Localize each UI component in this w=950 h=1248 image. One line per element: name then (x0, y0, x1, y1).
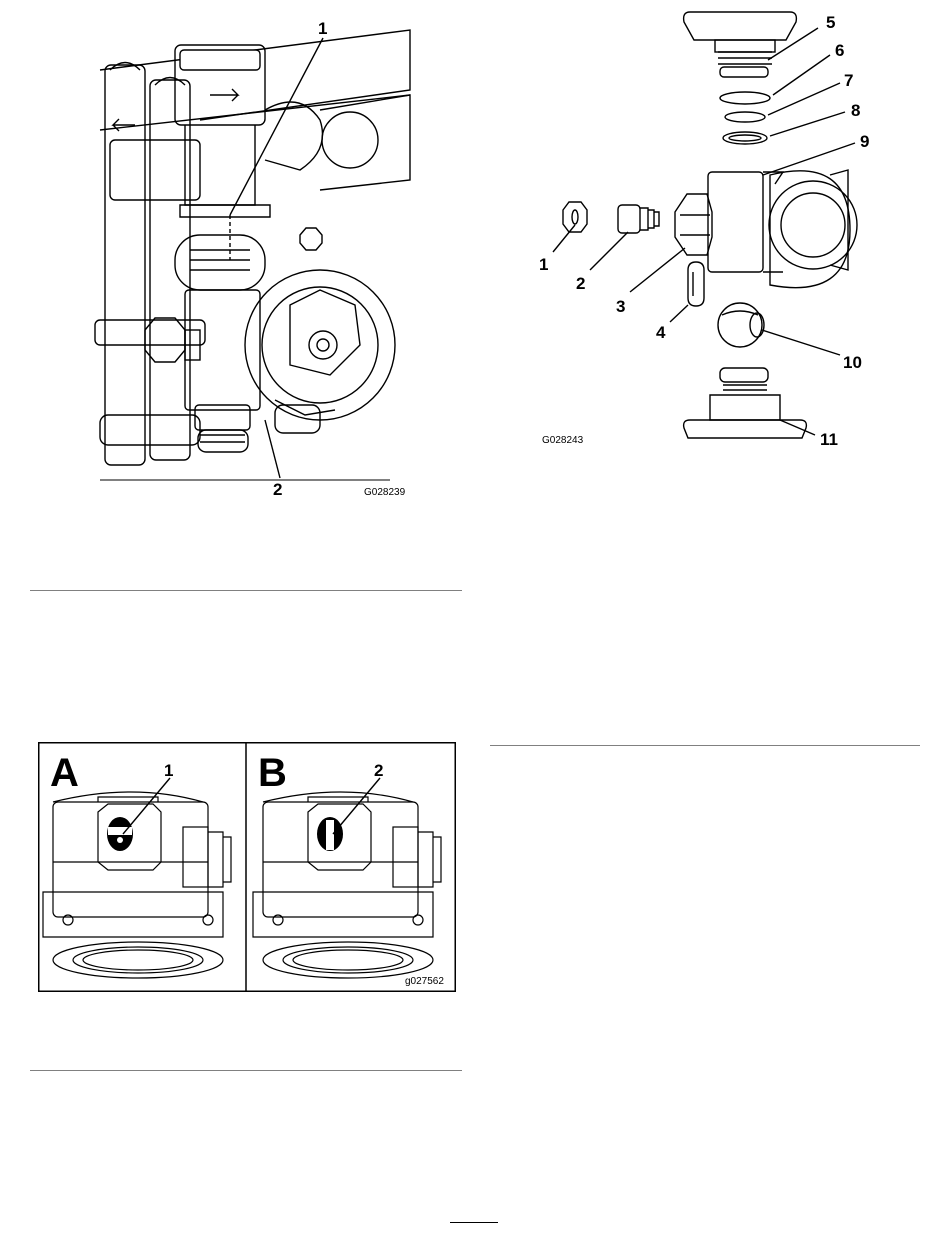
callout-1: 1 (318, 19, 327, 38)
callout-10: 10 (843, 353, 862, 372)
figure-valve-install: 1 2 G028239 (80, 10, 420, 505)
figure-code: G028239 (364, 487, 406, 498)
callout-1: 1 (539, 255, 548, 274)
section-divider (30, 1070, 462, 1071)
panel-a-label: A (50, 751, 79, 795)
callout-3: 3 (616, 297, 625, 316)
figure-code: g027562 (405, 976, 444, 987)
page-number-rule (450, 1222, 498, 1223)
section-divider (30, 590, 462, 591)
callout-7: 7 (844, 71, 853, 90)
callout-1: 1 (164, 761, 173, 780)
callout-2: 2 (374, 761, 383, 780)
section-divider (490, 745, 920, 746)
callout-2: 2 (576, 274, 585, 293)
callout-5: 5 (826, 13, 835, 32)
figure-code: G028243 (542, 435, 584, 446)
callout-6: 6 (835, 41, 844, 60)
callout-8: 8 (851, 101, 860, 120)
callout-11: 11 (820, 430, 838, 449)
figure-orientation: A 1 B 2 g027562 (38, 742, 456, 992)
callout-4: 4 (656, 323, 666, 342)
callout-2: 2 (273, 480, 282, 499)
panel-b-label: B (258, 751, 287, 795)
figure-exploded-view: 5 6 7 8 9 1 2 3 4 10 11 G028243 (530, 0, 880, 455)
callout-9: 9 (860, 132, 869, 151)
